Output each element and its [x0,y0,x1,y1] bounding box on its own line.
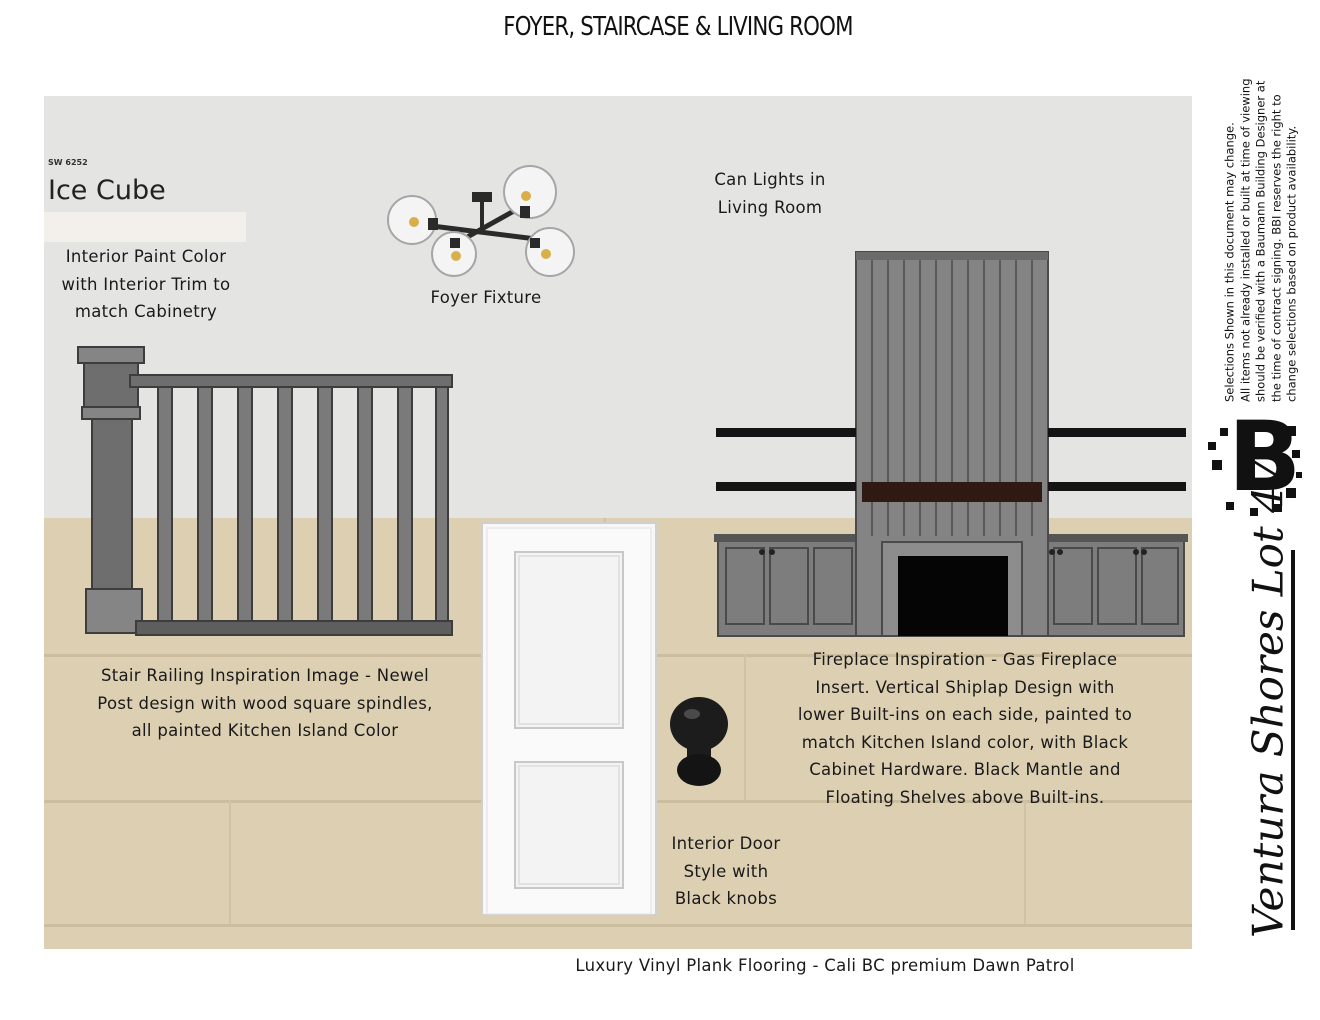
black-knob-image [670,697,728,786]
flooring-label: Luxury Vinyl Plank Flooring - Cali BC pr… [575,956,1075,975]
paint-code: SW 6252 [48,158,88,167]
stair-label: Stair Railing Inspiration Image - Newel … [97,666,433,740]
foyer-fixture-image [387,165,575,277]
door-label: Interior Door Style with Black knobs [671,834,781,908]
lot-title-rule [1291,550,1295,930]
fireplace-label: Fireplace Inspiration - Gas Fireplace In… [797,650,1133,807]
paint-name: Ice Cube [48,175,166,206]
stair-railing-image [77,346,453,636]
paint-label: Interior Paint Color with Interior Trim … [61,247,231,321]
interior-door-image [481,522,657,916]
disclaimer: Selections Shown in this document may ch… [1221,78,1298,403]
can-lights-label: Can Lights in Living Room [714,170,826,217]
baumann-logo-icon: B [1208,406,1302,516]
paint-chip [44,212,246,242]
foyer-fixture-label: Foyer Fixture [430,288,542,307]
fireplace-image [714,251,1188,637]
page-title: FOYER, STAIRCASE & LIVING ROOM [503,12,853,42]
